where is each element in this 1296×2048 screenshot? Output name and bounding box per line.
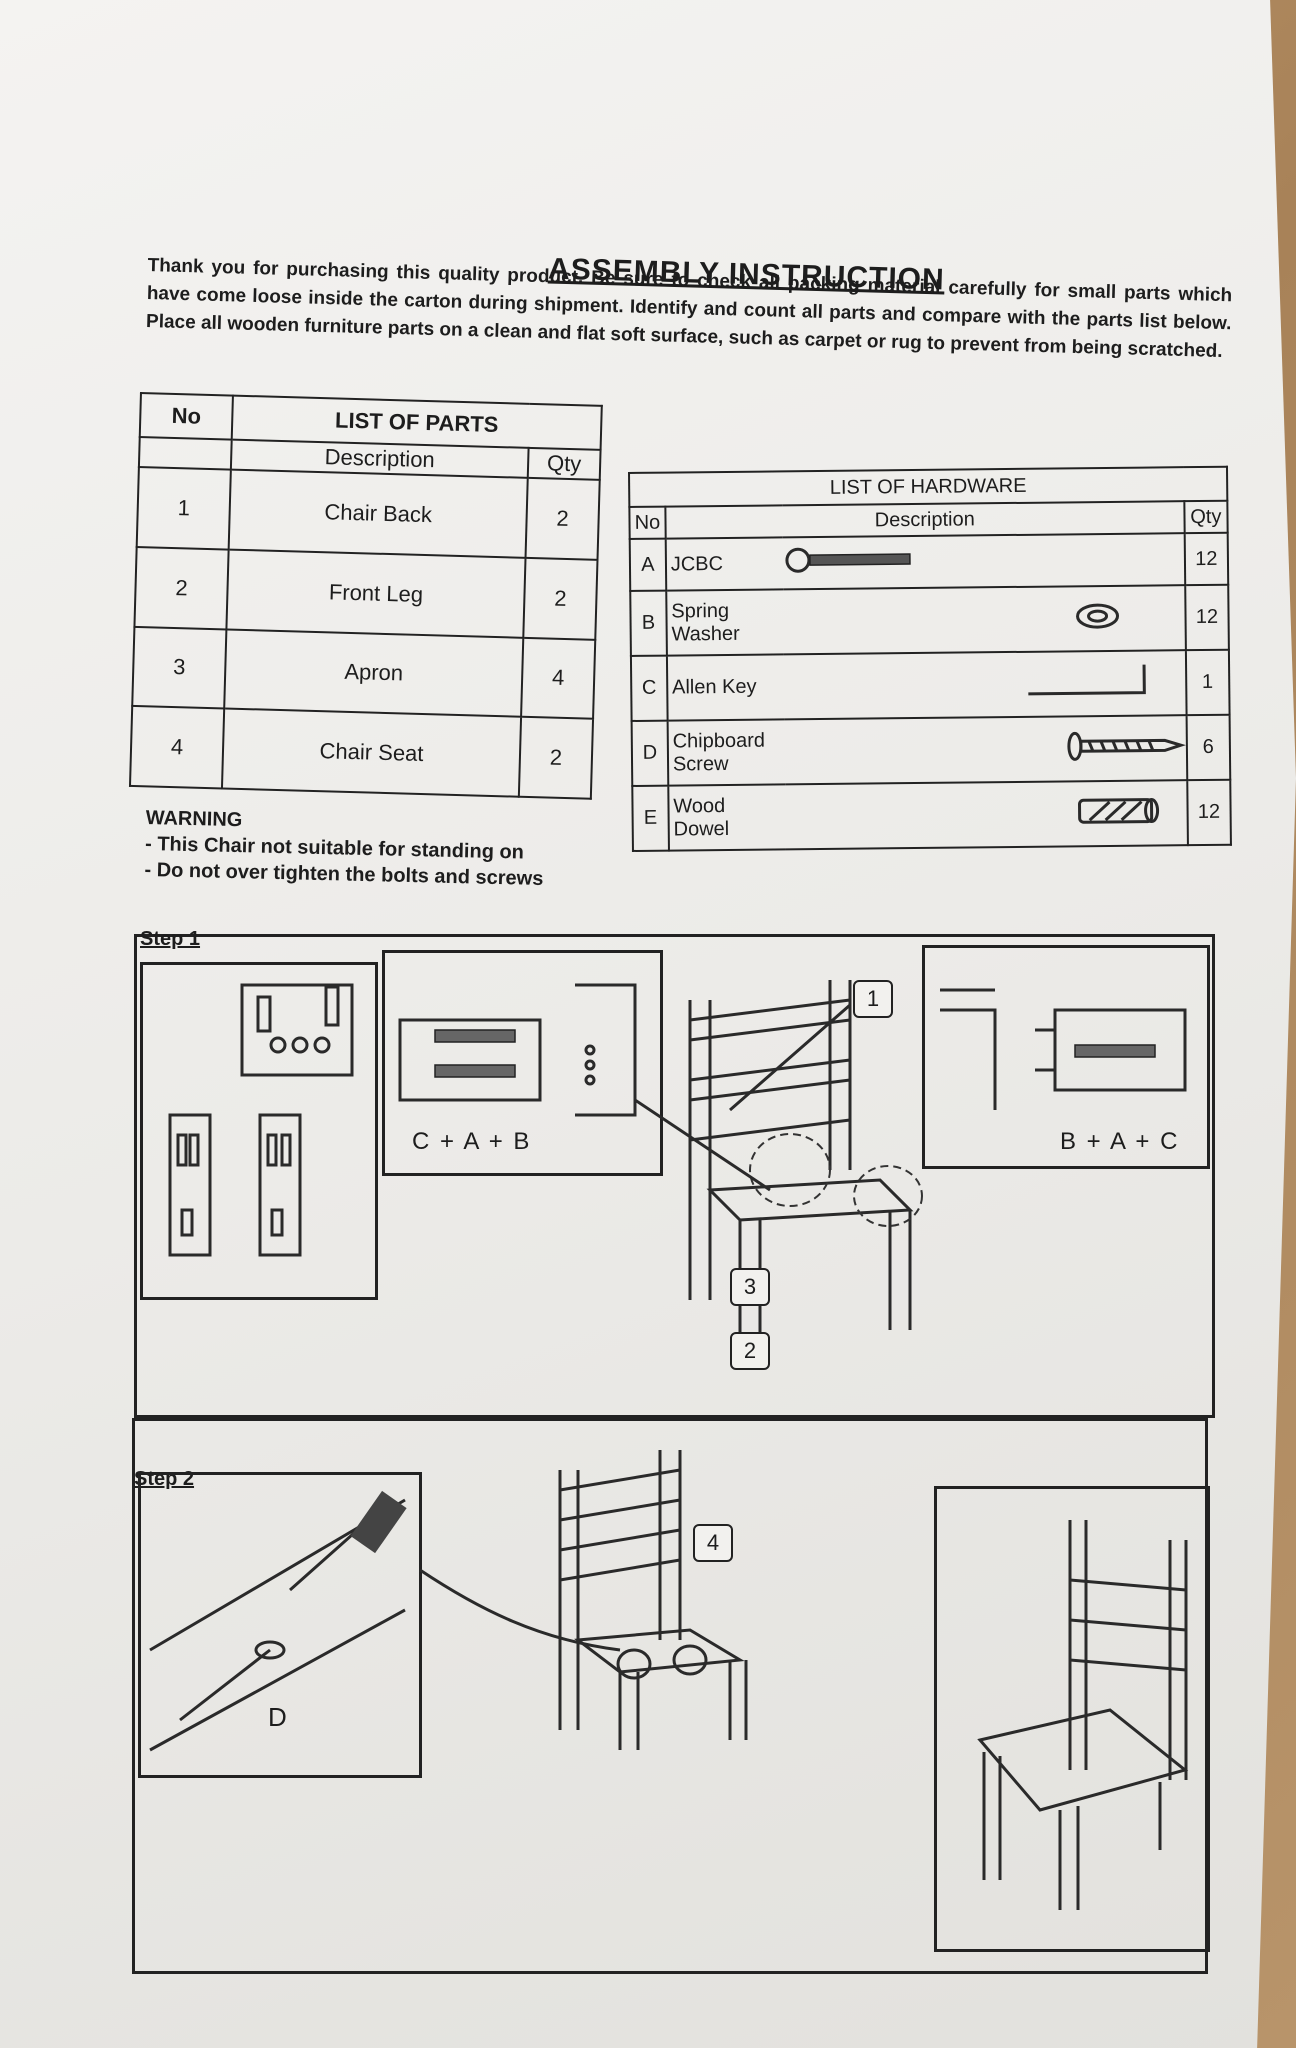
apron-dowel-illustration (168, 983, 354, 1257)
parts-col-no: No (139, 393, 233, 440)
table-row: D Chipboard Screw 6 (631, 714, 1231, 786)
step1-panel (134, 934, 1215, 1418)
table-row: C Allen Key 1 (630, 649, 1230, 721)
step1-left-detail (382, 950, 663, 1176)
bolt-assembly-illustration (398, 983, 637, 1117)
screwdriver-illustration (149, 1490, 407, 1752)
callout-4: 4 (693, 1524, 733, 1562)
allen-key-icon (1027, 664, 1146, 695)
table-row: 2 Front Leg 2 (134, 546, 598, 640)
step2-finished-inset (934, 1486, 1210, 1952)
table-row: 1 Chair Back 2 (136, 466, 600, 560)
dowel-icon (1077, 797, 1159, 824)
warning-block: WARNING - This Chair not suitable for st… (144, 805, 545, 892)
table-row: 3 Apron 4 (132, 626, 596, 720)
step2-screw-inset (138, 1472, 422, 1778)
combo-bac: B + A + C (1060, 1128, 1180, 1155)
hardware-col-qty: Qty (1184, 500, 1228, 534)
callout-2: 2 (730, 1332, 770, 1370)
callout-1: 1 (853, 980, 893, 1018)
hardware-table: LIST OF HARDWARE No Description Qty A JC… (628, 466, 1232, 852)
combo-cab: C + A + B (412, 1128, 532, 1155)
step1-apron-inset (140, 962, 378, 1300)
bolt-icon (785, 547, 911, 573)
step2-panel (132, 1418, 1208, 1974)
screw-letter: D (268, 1702, 289, 1732)
bolt-assembly-illustration-right (940, 988, 1187, 1110)
hardware-col-no: No (629, 506, 666, 539)
washer-icon (1075, 603, 1119, 629)
table-row: B Spring Washer 12 (630, 584, 1229, 656)
screw-icon (1067, 731, 1186, 761)
table-row: A JCBC 12 (629, 532, 1229, 591)
parts-table: No LIST OF PARTS Description Qty 1 Chair… (129, 392, 603, 800)
callout-3: 3 (730, 1268, 770, 1306)
table-row: E Wood Dowel 12 (632, 779, 1231, 851)
parts-col-qty: Qty (527, 447, 601, 480)
table-row: 4 Chair Seat 2 (129, 706, 594, 799)
finished-chair-illustration (977, 1520, 1189, 1910)
step1-right-detail (922, 945, 1210, 1169)
step2-chair-illustration (419, 1450, 748, 1750)
step1-label: Step 1 (140, 928, 201, 950)
